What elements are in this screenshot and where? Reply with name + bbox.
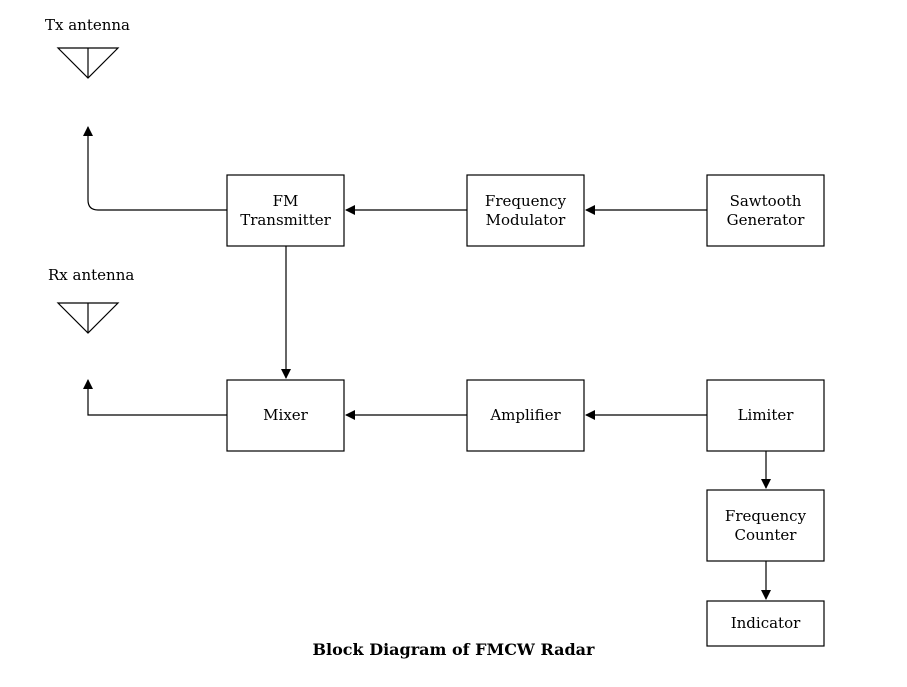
- diagram-caption: Block Diagram of FMCW Radar: [312, 640, 595, 659]
- frequency-modulator-label: Frequency Modulator: [484, 191, 567, 229]
- mixer-label: Mixer: [263, 406, 308, 424]
- amplifier-label: Amplifier: [490, 406, 561, 424]
- rx-antenna-icon: [56, 302, 120, 334]
- mixer-block: [226, 379, 345, 452]
- sawtooth-generator-block: [706, 174, 825, 247]
- indicator-block: [706, 600, 825, 647]
- fm-transmitter-block: [226, 174, 345, 247]
- amplifier-block: [466, 379, 585, 452]
- limiter-block: [706, 379, 825, 452]
- fm-transmitter-label: FM Transmitter: [240, 191, 331, 229]
- rx-antenna-label: Rx antenna: [48, 266, 135, 284]
- indicator-label: Indicator: [730, 614, 801, 632]
- edge-mixer-to-rx-antenna: [83, 379, 227, 416]
- frequency-counter-label: Frequency Counter: [724, 506, 807, 544]
- frequency-modulator-block: [466, 174, 585, 247]
- tx-antenna-icon: [56, 47, 120, 79]
- sawtooth-generator-label: Sawtooth Generator: [726, 191, 805, 229]
- limiter-label: Limiter: [737, 406, 794, 424]
- edge-fm-transmitter-to-tx-antenna: [83, 126, 227, 211]
- tx-antenna-label: Tx antenna: [45, 16, 131, 34]
